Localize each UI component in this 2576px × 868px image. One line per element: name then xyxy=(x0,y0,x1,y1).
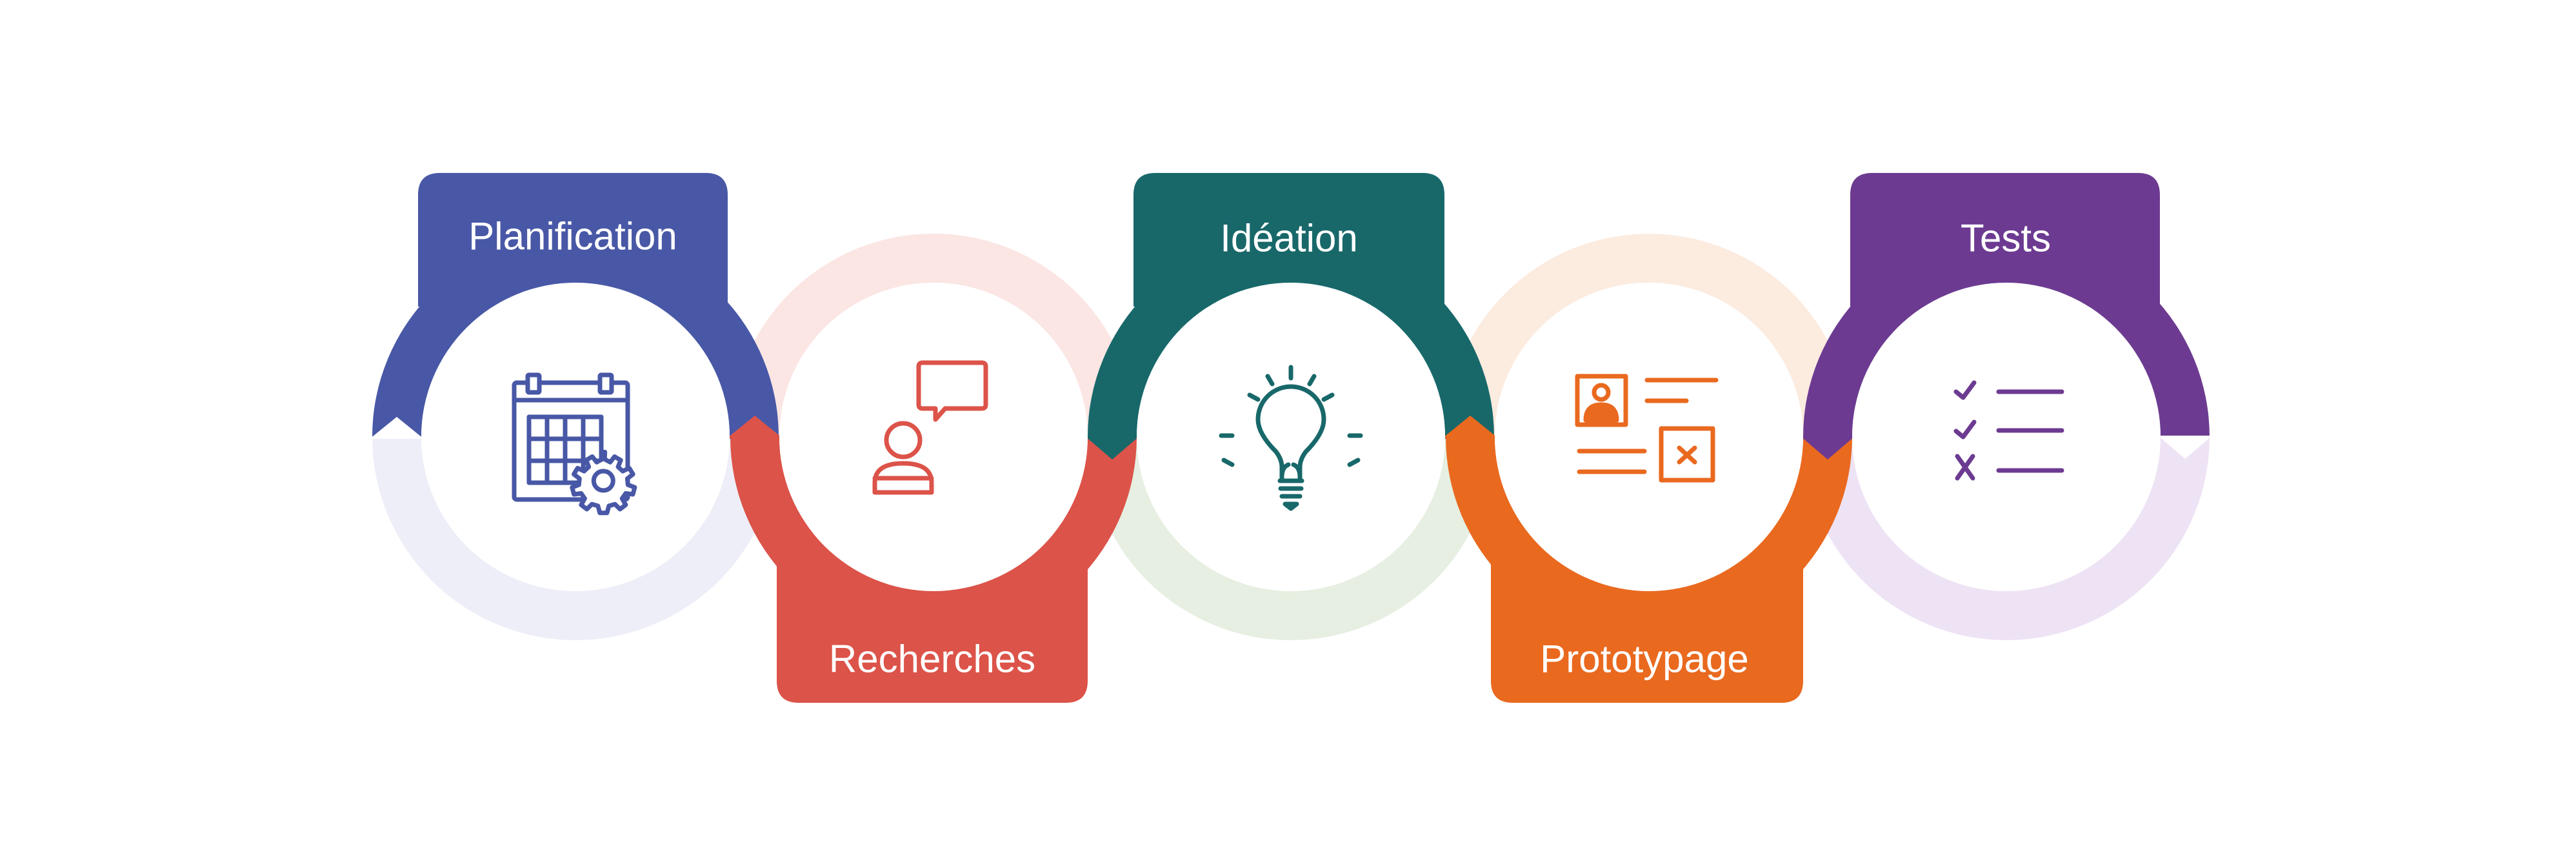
circle-ideation xyxy=(1137,283,1445,591)
circle-prototypage xyxy=(1495,283,1803,591)
ring-ideation xyxy=(1088,234,1494,437)
notch-recherches-left xyxy=(728,416,782,438)
circle-recherches xyxy=(779,283,1088,591)
notch-planification-left xyxy=(370,417,424,439)
label-ideation: Idéation xyxy=(1220,217,1358,260)
ring-planification xyxy=(372,234,779,437)
step-ideation: Idéation xyxy=(1085,173,1497,459)
notch-tests-left xyxy=(1801,436,1855,459)
step-planification: Planification xyxy=(370,173,781,459)
ring-recherches xyxy=(730,437,1137,640)
label-tests: Tests xyxy=(1961,217,2051,260)
ring-light-tests xyxy=(1803,437,2210,640)
ring-light-prototypage xyxy=(1446,234,1852,437)
lightbulb-icon xyxy=(1219,365,1363,511)
user-speech-bubble-icon xyxy=(872,360,988,495)
ring-light-ideation xyxy=(1088,437,1494,640)
calendar-gear-icon xyxy=(512,372,637,516)
label-planification: Planification xyxy=(468,215,677,258)
inner-circles xyxy=(421,283,2161,591)
ring-prototypage xyxy=(1446,437,1852,640)
wireframe-layout-icon xyxy=(1575,374,1719,483)
ring-light-planification xyxy=(372,437,779,640)
label-recherches: Recherches xyxy=(829,638,1035,681)
ring-tests xyxy=(1803,234,2210,437)
step-tests: Tests xyxy=(1801,173,2212,459)
label-prototypage: Prototypage xyxy=(1540,638,1749,681)
step-prototypage: Prototypage xyxy=(1443,416,1852,703)
notch-tests-right xyxy=(2158,436,2212,459)
notch-ideation-left xyxy=(1085,436,1139,459)
background-rings xyxy=(372,234,2210,640)
circle-tests xyxy=(1852,283,2161,591)
step-recherches: Recherches xyxy=(728,416,1137,703)
checklist-icon xyxy=(1953,380,2064,481)
ring-light-recherches xyxy=(730,234,1137,437)
notch-prototypage-left xyxy=(1443,416,1497,438)
